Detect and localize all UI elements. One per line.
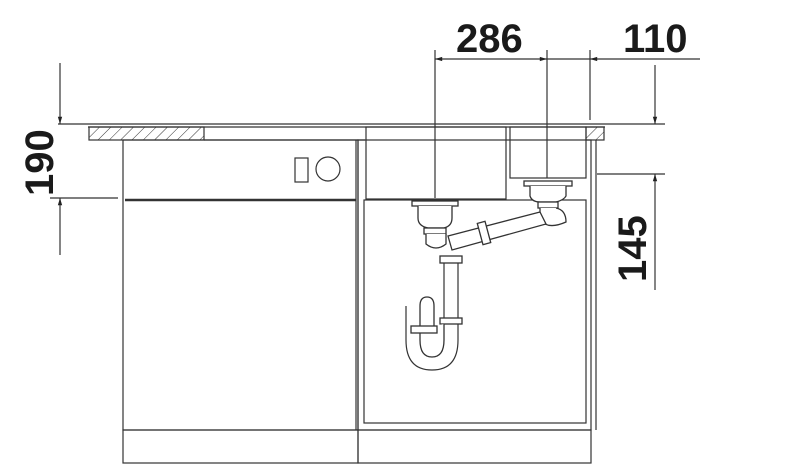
bowl-small	[509, 126, 587, 179]
dimension-286-label: 286	[456, 17, 523, 61]
dimension-left: 190	[18, 63, 118, 255]
dimension-right: 145	[597, 65, 665, 290]
sink-bowls	[365, 126, 587, 200]
control-knob-icon	[315, 156, 341, 182]
plinth-left	[122, 429, 359, 464]
control-button-icon	[294, 157, 309, 183]
countertop-section-left	[88, 126, 205, 141]
dimension-110-label: 110	[623, 17, 688, 61]
bowl-main	[365, 126, 507, 200]
dimension-190-label: 190	[18, 129, 62, 196]
drain-plumbing	[405, 180, 573, 371]
dishwasher-cabinet	[122, 139, 359, 464]
countertop	[58, 123, 665, 141]
dimension-top: 286 110	[434, 17, 700, 198]
sink-cabinet	[357, 139, 597, 464]
countertop-section-right	[585, 126, 605, 141]
plinth-right	[357, 429, 592, 464]
dimension-145-label: 145	[611, 215, 655, 282]
